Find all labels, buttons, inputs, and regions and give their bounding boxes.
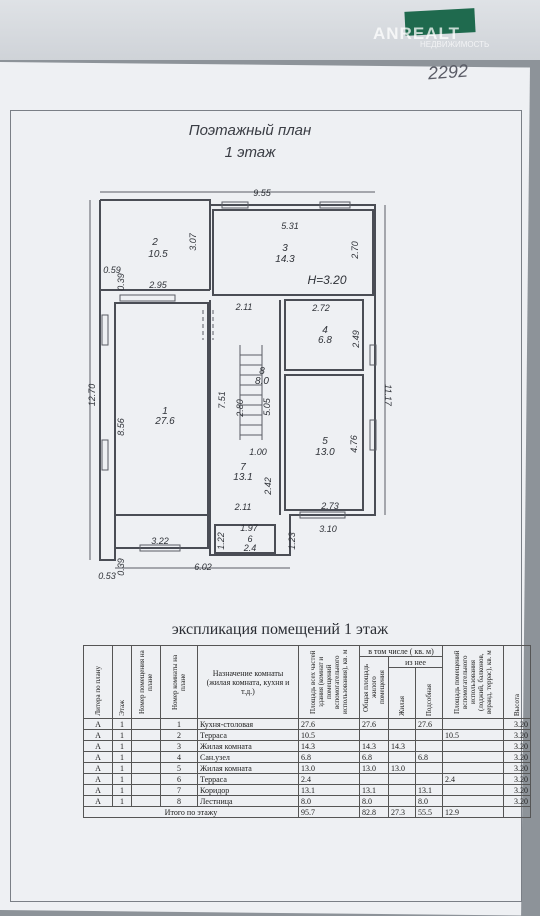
dim-room5-height: 4.76 — [349, 435, 359, 453]
dim-039-top: 0.39 — [116, 273, 126, 291]
dim-room4-width: 2.72 — [311, 303, 330, 313]
dim-room2-height: 3.07 — [188, 232, 198, 251]
plan-title-line2: 1 этаж — [224, 144, 276, 161]
dim-039-bottom: 0.39 — [116, 558, 126, 576]
watermark-subtitle: НЕДВИЖИМОСТЬ — [420, 40, 490, 49]
room-4-area: 6.8 — [318, 335, 332, 346]
dim-hall-width: 2.11 — [235, 302, 253, 312]
dim-room3-width: 5.31 — [281, 221, 299, 231]
dim-bottom-total: 6.02 — [194, 562, 212, 572]
col-incl: в том числе ( кв. м) — [359, 645, 443, 657]
col-aux: Подсобная — [415, 667, 443, 719]
dim-room1-height: 8.56 — [116, 418, 126, 436]
dim-059: 0.59 — [103, 265, 121, 275]
dim-197: 1.97 — [240, 523, 259, 533]
dim-100: 1.00 — [249, 447, 267, 457]
dim-122: 1.22 — [216, 532, 226, 550]
dim-hall-bottom-width: 2.11 — [234, 502, 252, 512]
height-label: H=3.20 — [307, 273, 346, 287]
col-living: Жилая — [388, 667, 416, 719]
dim-room5-width: 2.73 — [320, 501, 339, 511]
room-3-area: 14.3 — [275, 254, 295, 265]
room-7-area: 13.1 — [233, 472, 252, 483]
col-litera: Литера по плану — [83, 645, 113, 719]
col-living-total: Общая площадь жилого помещения — [359, 656, 389, 719]
dim-room3-height: 2.70 — [350, 241, 360, 260]
room-8-number: 8 — [259, 366, 265, 377]
dim-242: 2.42 — [263, 477, 273, 496]
plan-title-line1: Поэтажный план — [188, 122, 312, 139]
stair-steps — [239, 345, 263, 440]
room-6-number: 6 — [247, 534, 252, 544]
col-purpose: Назначение комнаты (жилая комната, кухня… — [197, 645, 299, 719]
room-4-number: 4 — [322, 325, 328, 336]
drawing-frame — [10, 110, 522, 902]
dim-053: 0.53 — [98, 571, 116, 581]
room-2-number: 2 — [151, 237, 158, 248]
dim-hall-height: 7.51 — [217, 391, 227, 409]
dim-room1-width: 2.95 — [148, 280, 168, 290]
room-5-number: 5 — [322, 436, 328, 447]
room-1-area: 27.6 — [154, 416, 175, 427]
room-2-area: 10.5 — [148, 249, 168, 260]
col-room-no: Номер комнаты на плане — [160, 645, 198, 719]
col-of-them: из нее — [388, 656, 443, 668]
dim-room4-height: 2.49 — [351, 330, 361, 349]
dim-room1-bottom-width: 3.22 — [151, 536, 169, 546]
room-3-number: 3 — [282, 243, 288, 254]
dim-bottom-right: 3.10 — [319, 524, 337, 534]
floor-plan: 2 10.5 3 14.3 H=3.20 1 27.6 4 6.8 8 8.0 … — [87, 188, 393, 581]
col-balcony: Площадь помещений вспомогательного испол… — [442, 645, 504, 719]
col-height: Высота — [503, 645, 531, 719]
explication-title: экспликация помещений 1 этаж — [171, 621, 389, 638]
col-total-area: Площадь всех частей здания (комнат и пом… — [298, 645, 360, 719]
plan-title: Поэтажный план 1 этаж — [150, 120, 350, 164]
dim-stair-height: 2.80 — [235, 399, 245, 418]
explication-table: Литера по плану Этаж Номер помещения на … — [83, 645, 531, 818]
dim-123: 1.23 — [287, 532, 297, 550]
room-7-number: 7 — [240, 462, 246, 473]
room-1-number: 1 — [162, 406, 168, 417]
col-floor: Этаж — [112, 645, 132, 719]
room-6-area: 2.4 — [243, 543, 257, 553]
dim-stair-width: 5.05 — [262, 397, 272, 416]
dim-right-total: 11.17 — [383, 384, 393, 407]
room-8-area: 8.0 — [255, 376, 269, 387]
room-5-area: 13.0 — [315, 447, 335, 458]
col-place-no: Номер помещения на плане — [131, 645, 161, 719]
dim-left-total: 12.70 — [87, 384, 97, 407]
watermark-logo: ANREALT — [373, 24, 460, 43]
dim-top-total: 9.55 — [253, 188, 272, 198]
